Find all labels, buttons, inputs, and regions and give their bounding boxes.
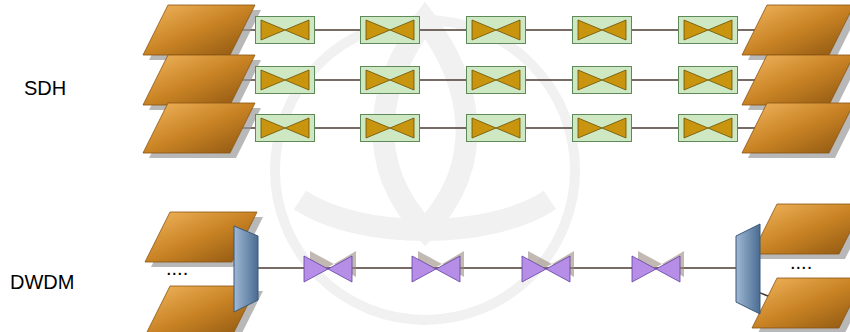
ellipsis-mark: .... [166, 258, 188, 278]
sdh-links [240, 30, 775, 128]
multiplexers [234, 224, 760, 314]
optical-amplifiers [304, 251, 684, 282]
ellipsis-mark: .... [790, 252, 812, 272]
row-label: SDH [24, 78, 66, 98]
watermark [275, 20, 575, 320]
dwdm-terminals [145, 204, 850, 332]
row-label: DWDM [10, 272, 74, 292]
sdh-regenerators [256, 17, 738, 142]
sdh-terminals [143, 5, 850, 158]
dwdm-link [200, 232, 790, 305]
